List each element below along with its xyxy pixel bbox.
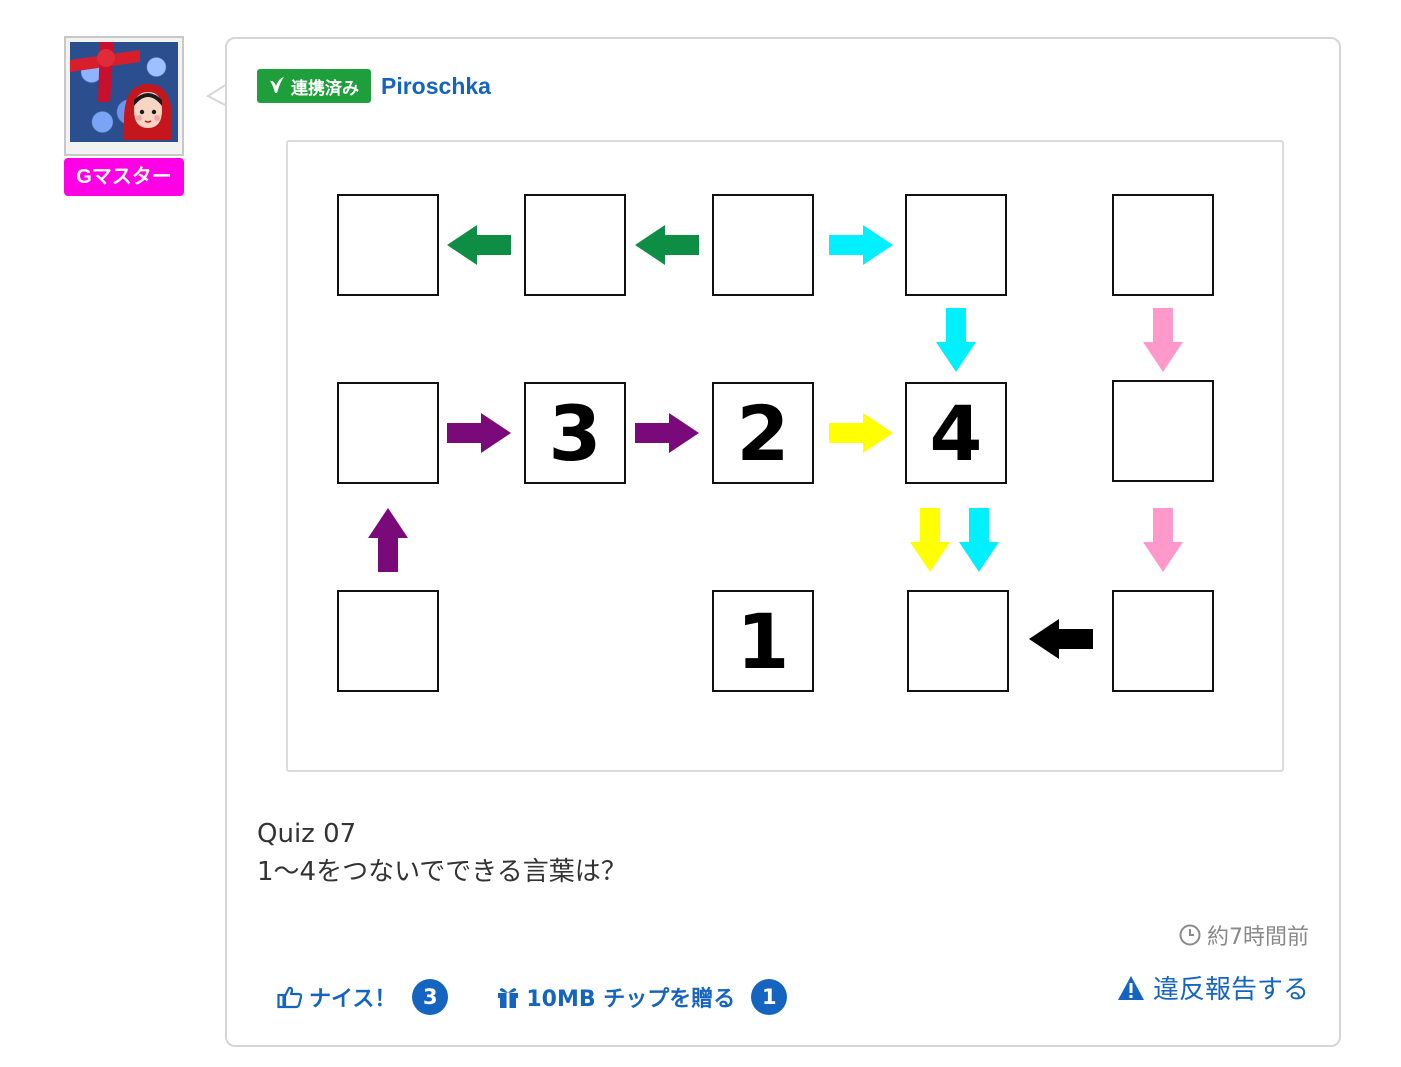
green-arrow-left-1 bbox=[447, 225, 511, 265]
cyan-arrow-down-1 bbox=[936, 308, 976, 372]
action-bar: ナイス！ 3 10MB チップを贈る 1 bbox=[277, 979, 788, 1015]
box-r1-c4 bbox=[905, 194, 1007, 296]
box-r2-c3 bbox=[712, 382, 814, 484]
number-2: 2 bbox=[737, 389, 790, 478]
box-r2-c5 bbox=[1112, 380, 1214, 482]
purple-arrow-right-2 bbox=[635, 413, 699, 453]
check-icon bbox=[270, 77, 284, 93]
cyan-arrow-right-1 bbox=[829, 225, 893, 265]
rank-badge: Gマスター bbox=[64, 158, 184, 196]
nice-button[interactable]: ナイス！ 3 bbox=[277, 979, 449, 1015]
linked-badge-label: 連携済み bbox=[291, 78, 359, 99]
cyan-arrow-down-2 bbox=[959, 508, 999, 572]
ribbon-icon bbox=[70, 42, 140, 102]
green-arrow-left-2 bbox=[635, 225, 699, 265]
user-avatar-column: Gマスター bbox=[64, 36, 184, 196]
post-title: Quiz 07 bbox=[257, 819, 357, 849]
quiz-image[interactable]: 3 2 4 1 bbox=[286, 140, 1284, 772]
report-label: 違反報告する bbox=[1152, 975, 1309, 1005]
box-r3-c1 bbox=[337, 590, 439, 692]
box-r3-c3 bbox=[712, 590, 814, 692]
timestamp-label: 約7時間前 bbox=[1207, 925, 1309, 950]
avatar[interactable] bbox=[64, 36, 184, 156]
post-text: Quiz 07 1〜4をつないでできる言葉は？ bbox=[257, 815, 627, 891]
box-r2-c2 bbox=[524, 382, 626, 484]
number-3: 3 bbox=[549, 389, 602, 478]
yellow-arrow-right-1 bbox=[829, 413, 893, 453]
post-card: 連携済み Piroschka 3 bbox=[225, 37, 1341, 1047]
gift-icon bbox=[498, 988, 519, 1008]
tip-count-badge: 1 bbox=[751, 979, 788, 1015]
report-link[interactable]: 違反報告する bbox=[1117, 969, 1309, 1006]
box-r1-c2 bbox=[524, 194, 626, 296]
black-arrow-left-1 bbox=[1029, 619, 1093, 659]
thumbs-up-icon bbox=[277, 986, 303, 1009]
clock-icon bbox=[1179, 924, 1201, 946]
box-r1-c3 bbox=[712, 194, 814, 296]
purple-arrow-right-1 bbox=[447, 413, 511, 453]
number-1: 1 bbox=[737, 597, 790, 686]
box-r2-c1 bbox=[337, 382, 439, 484]
tip-label: 10MB チップを贈る bbox=[526, 987, 736, 1012]
purple-arrow-up-1 bbox=[368, 508, 408, 572]
number-4: 4 bbox=[930, 389, 983, 478]
box-r3-c4 bbox=[907, 590, 1009, 692]
girl-face-icon bbox=[124, 84, 172, 140]
pink-arrow-down-1 bbox=[1143, 308, 1183, 372]
post-body: 1〜4をつないでできる言葉は？ bbox=[257, 857, 627, 887]
box-r1-c5 bbox=[1112, 194, 1214, 296]
card-pointer bbox=[206, 84, 228, 106]
box-r3-c5 bbox=[1112, 590, 1214, 692]
nice-label: ナイス！ bbox=[309, 987, 397, 1012]
post-header: 連携済み Piroschka bbox=[257, 69, 491, 103]
user-name-link[interactable]: Piroschka bbox=[381, 72, 491, 99]
pink-arrow-down-2 bbox=[1143, 508, 1183, 572]
timestamp: 約7時間前 bbox=[1179, 919, 1309, 951]
yellow-arrow-down-1 bbox=[910, 508, 950, 572]
box-r1-c1 bbox=[337, 194, 439, 296]
box-r2-c4 bbox=[905, 382, 1007, 484]
nice-count-badge: 3 bbox=[412, 979, 449, 1015]
warning-icon bbox=[1117, 975, 1144, 1000]
linked-badge: 連携済み bbox=[257, 69, 371, 103]
quiz-puzzle-diagram: 3 2 4 1 bbox=[337, 194, 1214, 692]
tip-button[interactable]: 10MB チップを贈る 1 bbox=[496, 979, 788, 1015]
